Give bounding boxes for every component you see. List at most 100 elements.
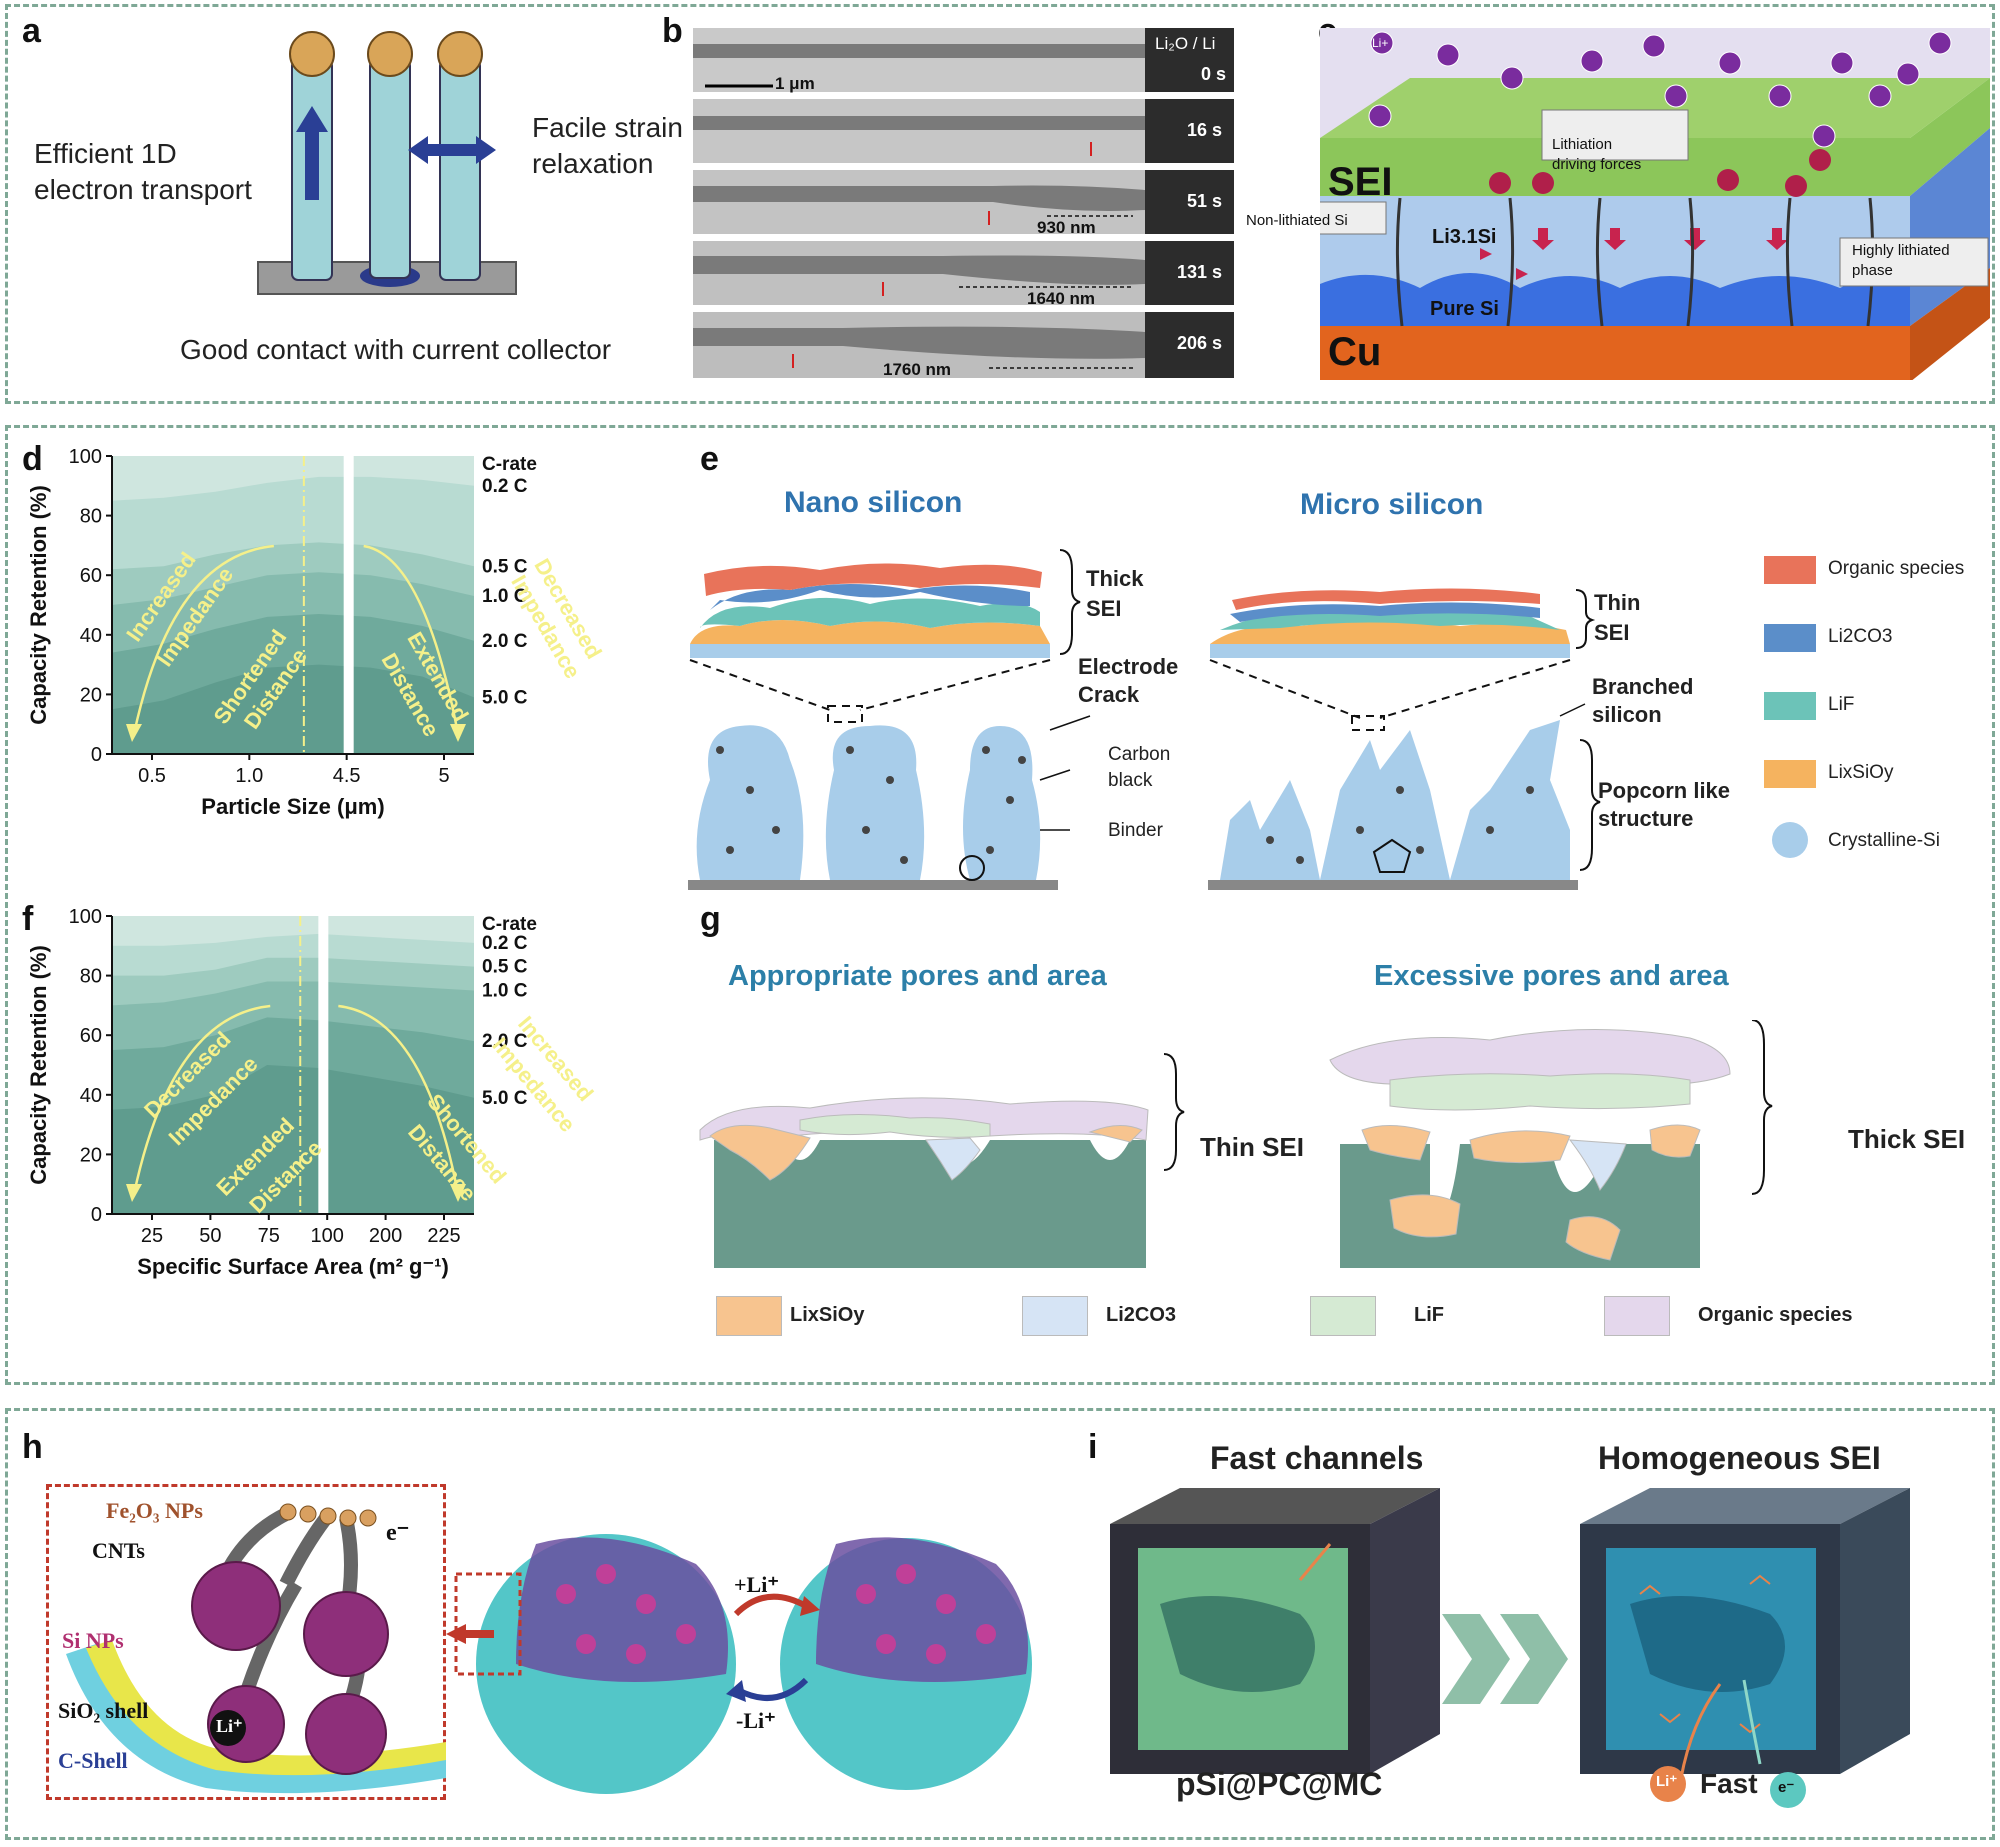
pore-schematic: [699, 1020, 1773, 1268]
cnts-label: CNTs: [92, 1538, 145, 1563]
y-tick-label: 40: [80, 625, 102, 647]
legend-label: LixSiOy: [1828, 762, 1894, 783]
series-label: 5.0 C: [482, 687, 528, 708]
x-tick-label: 75: [258, 1225, 280, 1247]
li-label: Li⁺: [216, 1716, 243, 1736]
callout-box: [1541, 109, 1689, 161]
callout-box: [1839, 237, 1989, 287]
frame-time: 206 s: [1177, 333, 1223, 353]
porous-carbon-schematic: [1110, 1488, 1910, 1808]
y-tick-label: 20: [80, 684, 102, 706]
frame-time: 51 s: [1187, 191, 1223, 211]
panel-label-a: a: [22, 12, 41, 50]
legend-swatch: [1764, 760, 1816, 788]
y-tick-label: 40: [80, 1085, 102, 1107]
panel-label-g: g: [700, 900, 721, 938]
legend-title: C-rate: [482, 914, 537, 935]
trend-arrow: [132, 1004, 271, 1195]
y-tick-label: 20: [80, 1144, 102, 1166]
x-tick-label: 225: [427, 1225, 460, 1247]
li31si-label: Li3.1Si: [1432, 226, 1497, 248]
axis-break: [318, 916, 329, 1214]
homogeneous-title: Homogeneous SEI: [1598, 1440, 1881, 1476]
fe2o3-label: Fe₂O₃ NPs: [106, 1498, 203, 1523]
row-bottom-panel: [5, 1408, 1995, 1840]
nanowire-images: [693, 28, 1234, 378]
series-label: 0.5 C: [482, 957, 528, 978]
branched-1: Branched: [1592, 674, 1694, 699]
cshell-label: C-Shell: [58, 1748, 128, 1773]
y-tick-label: 80: [80, 966, 102, 988]
legend-label: Crystalline-Si: [1828, 830, 1940, 851]
thick-sei-1: Thick: [1086, 566, 1144, 591]
panel-label-b: b: [662, 12, 683, 50]
frame-time: 131 s: [1177, 262, 1223, 282]
y-tick-label: 100: [69, 446, 102, 468]
series-label: 1.0 C: [482, 586, 528, 607]
nano-title: Nano silicon: [784, 486, 963, 519]
series-area: [112, 1065, 474, 1214]
y-tick-label: 100: [69, 906, 102, 928]
thin-sei-label: Thin SEI: [1200, 1132, 1304, 1162]
series-label: 5.0 C: [482, 1088, 528, 1109]
arrow-head: [126, 1184, 142, 1202]
series-label: 1.0 C: [482, 981, 528, 1002]
material-label: pSi@PC@MC: [1176, 1766, 1383, 1802]
tem-sequence: Li₂O / Li 1 μm 0 s 16 s 51 s 131 s 206 s…: [693, 28, 1234, 379]
arrow-head: [450, 1184, 466, 1202]
nano-micro-schematic: [688, 549, 1601, 890]
legend-swatch: [1772, 822, 1808, 858]
legend-swatch: [1764, 556, 1816, 584]
li-ion-label: Li+: [1372, 36, 1389, 50]
tem-frame: [693, 28, 1234, 92]
carbon-1: Carbon: [1108, 744, 1171, 765]
row-top-panel: [5, 4, 1995, 404]
electron-label: e⁻: [1778, 1779, 1795, 1796]
legend-swatch: [716, 1296, 782, 1336]
length-label: 930 nm: [1037, 218, 1096, 237]
callout-box: [1320, 201, 1387, 235]
non-lithiated-label: Non-lithiated Si: [1246, 212, 1348, 229]
series-area: [112, 664, 474, 754]
driving-label-1: Lithiation: [1552, 136, 1613, 153]
minus-li-label: -Li⁺: [736, 1708, 776, 1733]
legend-label: Li2CO3: [1106, 1304, 1177, 1326]
arrow-head: [450, 724, 466, 742]
x-axis-label: Specific Surface Area (m² g⁻¹): [137, 1254, 449, 1279]
transport-text-2: electron transport: [34, 174, 252, 205]
row-middle-panel: [5, 425, 1995, 1385]
series-label: 0.5 C: [482, 556, 528, 577]
electron-label: e⁻: [386, 1520, 410, 1546]
transport-text-1: Efficient 1D: [34, 138, 177, 169]
y-tick-label: 0: [91, 744, 102, 766]
right-title: Excessive pores and area: [1374, 960, 1729, 992]
y-axis-label: Capacity Retention (%): [26, 945, 51, 1185]
driving-label-2: driving forces: [1552, 156, 1642, 173]
x-tick-label: 5: [438, 765, 449, 787]
left-title: Appropriate pores and area: [728, 960, 1107, 992]
popcorn-1: Popcorn like: [1598, 778, 1731, 803]
legend-e: Organic species Li2CO3 LiF LixSiOy Cryst…: [1764, 556, 1984, 876]
highly-label-2: phase: [1852, 262, 1893, 279]
sio2-label: SiO₂ shell: [58, 1698, 149, 1723]
legend-label: LiF: [1414, 1304, 1444, 1326]
legend-label: Li2CO3: [1828, 626, 1893, 647]
length-label: 1640 nm: [1027, 289, 1096, 308]
y-tick-label: 80: [80, 506, 102, 528]
trend-arrow: [338, 1004, 460, 1195]
series-label: 0.2 C: [482, 933, 528, 954]
legend-label: LiF: [1828, 694, 1855, 715]
legend-title: C-rate: [482, 454, 537, 475]
plus-li-label: +Li⁺: [734, 1572, 779, 1597]
trend-arrow: [132, 544, 274, 735]
length-label: 1760 nm: [883, 360, 952, 379]
strain-text-2: relaxation: [532, 148, 654, 179]
x-axis-label: Particle Size (μm): [201, 794, 384, 819]
micro-title: Micro silicon: [1300, 488, 1484, 521]
trend-arrow: [363, 544, 460, 735]
legend-label: LixSiOy: [790, 1304, 865, 1326]
legend-label: Organic species: [1828, 558, 1965, 579]
legend-label: Organic species: [1698, 1304, 1853, 1326]
highly-label-1: Highly lithiated: [1852, 242, 1950, 259]
axis-break: [343, 456, 354, 754]
